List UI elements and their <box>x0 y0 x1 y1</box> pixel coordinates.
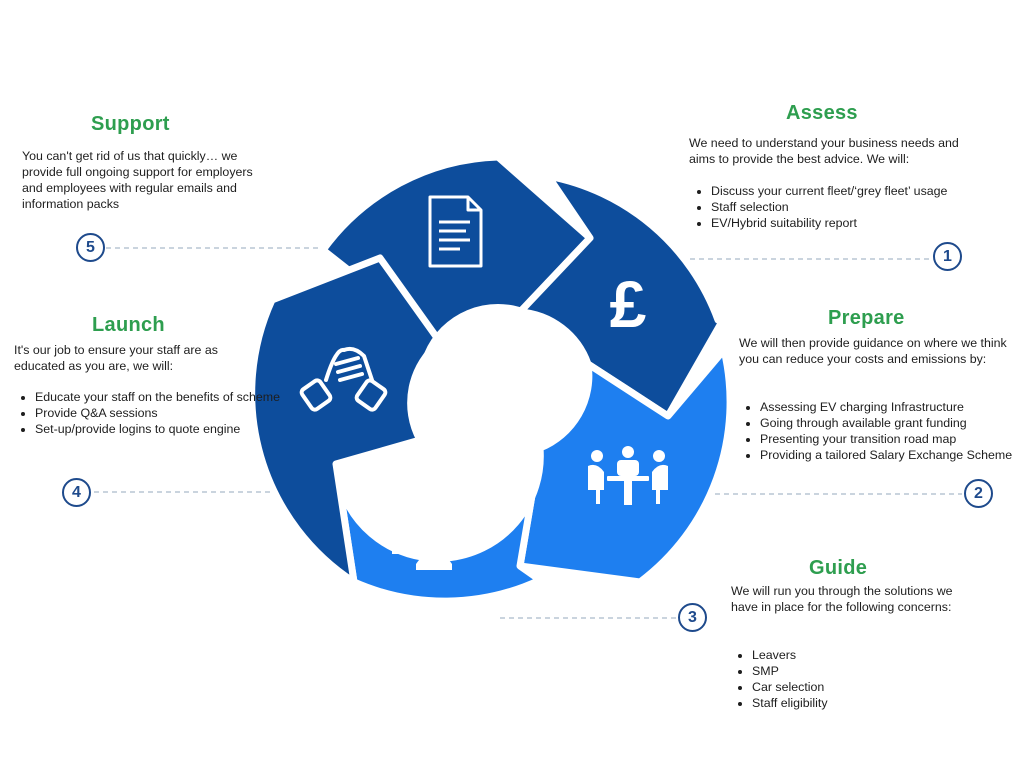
launch-bullets: Educate your staff on the benefits of sc… <box>15 389 290 437</box>
list-item: SMP <box>752 663 952 679</box>
list-item: Set-up/provide logins to quote engine <box>35 421 290 437</box>
segment-guide <box>332 444 544 605</box>
list-item: Car selection <box>752 679 952 695</box>
list-item: Discuss your current fleet/‘grey fleet’ … <box>711 183 1011 199</box>
support-intro: You can't get rid of us that quickly… we… <box>22 149 253 211</box>
step-number-5: 5 <box>76 233 105 262</box>
pound-sign-icon: £ <box>610 267 647 341</box>
step-number-1: 1 <box>933 242 962 271</box>
guide-title: Guide <box>809 557 868 579</box>
list-item: Provide Q&A sessions <box>35 405 290 421</box>
document-icon <box>428 195 483 268</box>
step-number-4: 4 <box>62 478 91 507</box>
segment-assess <box>516 172 728 420</box>
launch-title: Launch <box>92 314 165 336</box>
list-item: EV/Hybrid suitability report <box>711 215 1011 231</box>
handshake-icon <box>299 346 388 412</box>
leader-lines <box>94 247 962 619</box>
list-item: Providing a tailored Salary Exchange Sch… <box>760 447 1020 463</box>
list-item: Presenting your transition road map <box>760 431 1020 447</box>
list-item: Educate your staff on the benefits of sc… <box>35 389 290 405</box>
list-item: Going through available grant funding <box>760 415 1020 431</box>
meeting-table-icon <box>588 446 668 505</box>
support-title: Support <box>91 113 170 135</box>
guide-bullets: Leavers SMP Car selection Staff eligibil… <box>732 647 952 711</box>
launch-intro: It's our job to ensure your staff are as… <box>14 343 218 373</box>
prepare-title: Prepare <box>828 307 905 329</box>
step-number-3: 3 <box>678 603 707 632</box>
segment-launch <box>248 254 444 586</box>
prepare-intro: We will then provide guidance on where w… <box>739 336 1007 366</box>
group-of-people-icon <box>392 505 475 570</box>
step-number-2: 2 <box>964 479 993 508</box>
assess-bullets: Discuss your current fleet/‘grey fleet’ … <box>691 183 1011 231</box>
guide-intro: We will run you through the solutions we… <box>731 584 953 614</box>
center-hole <box>418 304 578 464</box>
list-item: Staff eligibility <box>752 695 952 711</box>
prepare-bullets: Assessing EV charging Infrastructure Goi… <box>740 399 1020 463</box>
list-item: Leavers <box>752 647 952 663</box>
assess-intro: We need to understand your business need… <box>689 136 959 166</box>
list-item: Staff selection <box>711 199 1011 215</box>
assess-title: Assess <box>786 102 858 124</box>
list-item: Assessing EV charging Infrastructure <box>760 399 1020 415</box>
